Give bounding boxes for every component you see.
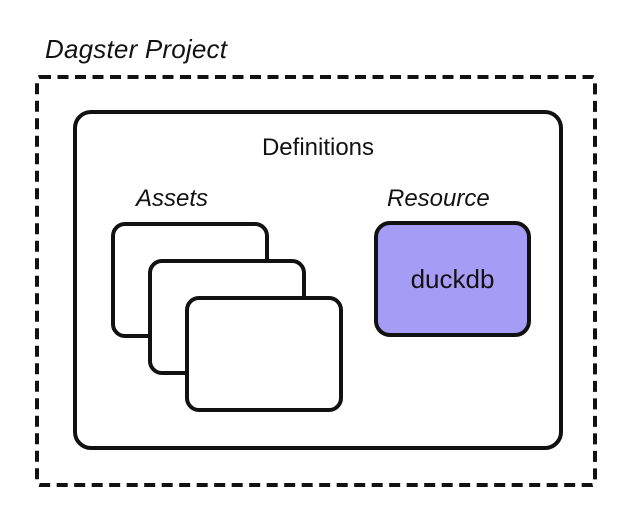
resource-label: Resource [387, 185, 490, 212]
diagram-title: Dagster Project [45, 34, 228, 64]
resource-duckdb-box: duckdb [374, 221, 531, 337]
resource-duckdb-label: duckdb [410, 263, 495, 294]
definitions-label: Definitions [261, 134, 375, 161]
assets-label: Assets [136, 185, 209, 212]
asset-card-3 [185, 296, 343, 412]
